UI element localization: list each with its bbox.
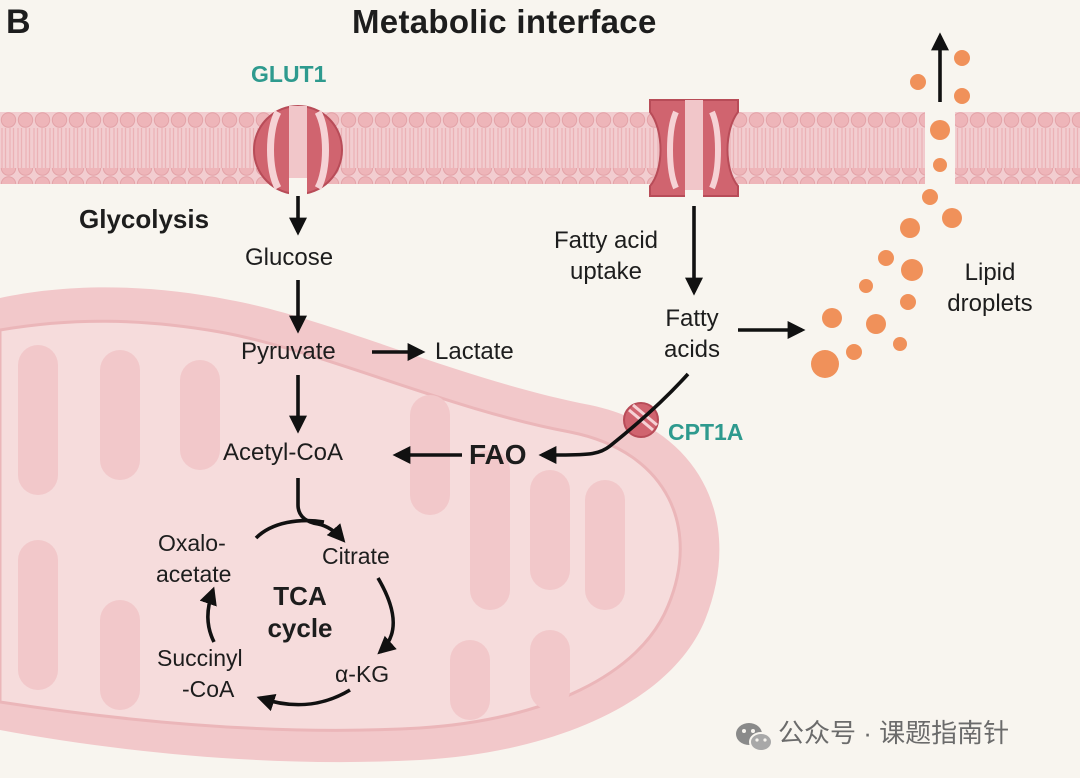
succinyl-coa-line2: -CoA: [182, 676, 235, 702]
lipid-droplets-line2: droplets: [947, 290, 1033, 317]
tca-arc-oxaloacetate-citrate: [254, 518, 325, 540]
tca-cycle-line1: TCA: [273, 581, 327, 611]
lactate-label: Lactate: [435, 338, 514, 365]
alpha-kg-label: α-KG: [335, 661, 390, 687]
lipid-droplets: [811, 50, 970, 378]
oxaloacetate-line1: Oxalo-: [158, 530, 226, 556]
lipid-droplets-line1: Lipid: [964, 259, 1016, 286]
fao-label: FAO: [469, 439, 527, 470]
wechat-icon: [736, 723, 773, 752]
mitochondrion-cristae: [18, 345, 625, 720]
pyruvate-label: Pyruvate: [241, 338, 336, 365]
fatty-acid-uptake-line1: Fatty acid: [553, 227, 659, 254]
arrow-akg-succinylcoa: [256, 688, 351, 712]
mitochondrion: [0, 287, 720, 763]
cpt1a-label: CPT1A: [668, 419, 744, 445]
fatty-acids-line1: Fatty: [665, 305, 719, 332]
diagram-title: Metabolic interface: [352, 3, 657, 40]
arrow-acetylcoa-citrate: [296, 478, 346, 543]
glut1-transporter: [253, 105, 343, 198]
watermark-text: 公众号 · 课题指南针: [778, 718, 1010, 748]
fatty-acid-uptake-line2: uptake: [569, 258, 643, 285]
acetyl-coa-label: Acetyl-CoA: [223, 439, 344, 466]
cell-membrane: [0, 112, 1080, 184]
pathway-arrows: [199, 32, 949, 712]
panel-label: B: [6, 3, 31, 41]
arrow-citrate-akg: [376, 577, 397, 655]
glycolysis-label: Glycolysis: [79, 204, 210, 234]
citrate-label: Citrate: [322, 543, 390, 569]
glucose-label: Glucose: [245, 244, 334, 271]
fatty-acid-transporter: [649, 99, 739, 204]
fatty-acids-line2: acids: [663, 336, 721, 363]
glut1-label: GLUT1: [251, 61, 327, 87]
oxaloacetate-line2: acetate: [156, 561, 232, 587]
arrow-succinylcoa-oxaloacetate: [199, 586, 217, 643]
succinyl-coa-line1: Succinyl: [157, 645, 243, 671]
arrow-fattyacids-fao: [538, 372, 690, 464]
tca-cycle-line2: cycle: [267, 613, 333, 643]
